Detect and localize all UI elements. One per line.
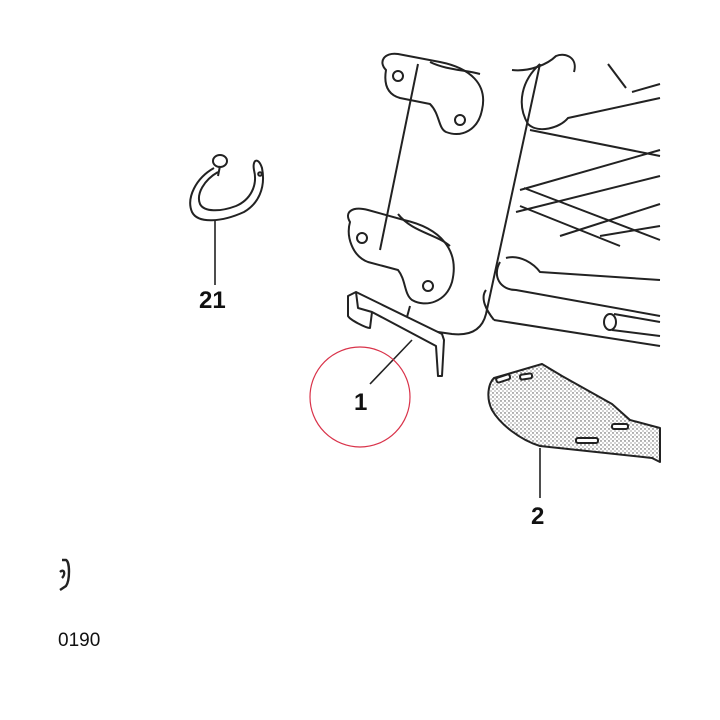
frame-structure [347,52,661,347]
clamp-part-21 [189,154,264,222]
partial-glyph [59,558,71,591]
reference-code: 0190 [58,630,101,651]
bracket-part-1 [347,291,445,377]
leader-line-1 [369,339,413,385]
plate-part-2 [487,363,661,463]
highlight-circle [309,346,411,448]
callout-2: 2 [531,503,545,530]
callout-21: 21 [199,287,226,314]
callout-1: 1 [354,389,368,416]
